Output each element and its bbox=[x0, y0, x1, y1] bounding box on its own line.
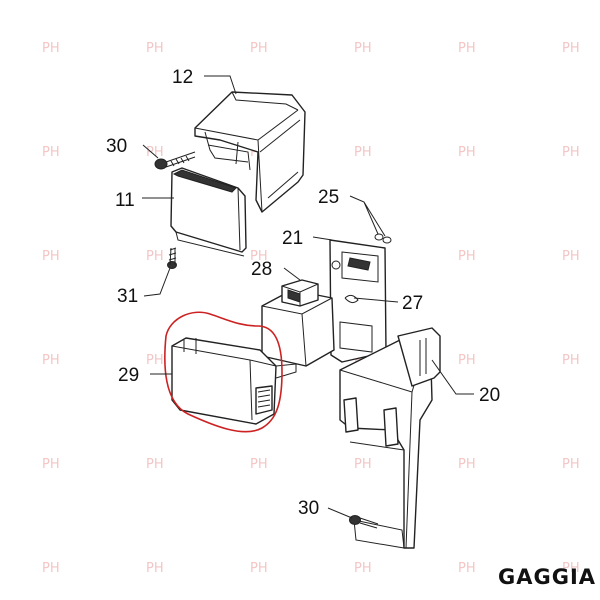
watermark-mark: PH bbox=[42, 353, 60, 368]
watermark-mark: PH bbox=[146, 41, 164, 56]
watermark-mark: PH bbox=[458, 41, 476, 56]
part-30-screw-top bbox=[154, 151, 196, 170]
callout-20: 20 bbox=[479, 385, 500, 406]
watermark-mark: PH bbox=[458, 353, 476, 368]
brand-logo: GAGGIA bbox=[498, 565, 596, 589]
part-30-screw-bottom bbox=[349, 515, 379, 529]
watermark-mark: PH bbox=[354, 145, 372, 160]
part-29-base-holder bbox=[171, 337, 297, 425]
watermark-mark: PH bbox=[562, 561, 580, 576]
watermark-mark: PH bbox=[458, 145, 476, 160]
watermark-mark: PH bbox=[250, 41, 268, 56]
callout-25: 25 bbox=[318, 187, 339, 208]
watermark-mark: PH bbox=[146, 249, 164, 264]
watermark-mark: PH bbox=[146, 561, 164, 576]
watermark-mark: PH bbox=[562, 353, 580, 368]
leader-lines bbox=[142, 75, 474, 519]
watermark-mark: PH bbox=[562, 457, 580, 472]
watermark-mark: PH bbox=[458, 249, 476, 264]
part-28-transformer-block bbox=[261, 279, 335, 367]
part-21-switch-board bbox=[329, 239, 387, 363]
watermark-mark: PH bbox=[42, 457, 60, 472]
watermark-mark: PH bbox=[458, 561, 476, 576]
watermark-mark: PH bbox=[562, 249, 580, 264]
watermark-mark: PH bbox=[146, 457, 164, 472]
watermark-mark: PH bbox=[458, 457, 476, 472]
callout-11: 11 bbox=[115, 190, 135, 211]
callout-29: 29 bbox=[118, 365, 139, 386]
callout-31: 31 bbox=[117, 286, 138, 307]
part-31-screw-bottom bbox=[167, 247, 177, 269]
callout-12: 12 bbox=[172, 67, 193, 88]
part-20-bracket bbox=[339, 327, 441, 549]
watermark-mark: PH bbox=[146, 145, 164, 160]
part-12-top-cover bbox=[194, 91, 306, 213]
watermark-mark: PH bbox=[42, 145, 60, 160]
watermark-mark: PH bbox=[562, 41, 580, 56]
callout-30-top: 30 bbox=[106, 136, 127, 157]
watermark-mark: PH bbox=[42, 249, 60, 264]
highlight-outline bbox=[164, 311, 283, 433]
part-25-o-rings bbox=[374, 233, 392, 244]
callout-21: 21 bbox=[282, 228, 303, 249]
watermark-mark: PH bbox=[354, 561, 372, 576]
watermark-mark: PH bbox=[42, 561, 60, 576]
callout-30-bottom: 30 bbox=[298, 498, 319, 519]
callout-28: 28 bbox=[251, 259, 272, 280]
watermark-mark: PH bbox=[42, 41, 60, 56]
watermark-mark: PH bbox=[250, 561, 268, 576]
watermark-mark: PH bbox=[354, 457, 372, 472]
watermark-mark: PH bbox=[562, 145, 580, 160]
watermark-mark: PH bbox=[354, 41, 372, 56]
part-11-side-panel bbox=[170, 167, 247, 257]
callout-27: 27 bbox=[402, 293, 423, 314]
watermark-mark: PH bbox=[146, 353, 164, 368]
watermark-mark: PH bbox=[250, 249, 268, 264]
watermark-mark: PH bbox=[250, 457, 268, 472]
